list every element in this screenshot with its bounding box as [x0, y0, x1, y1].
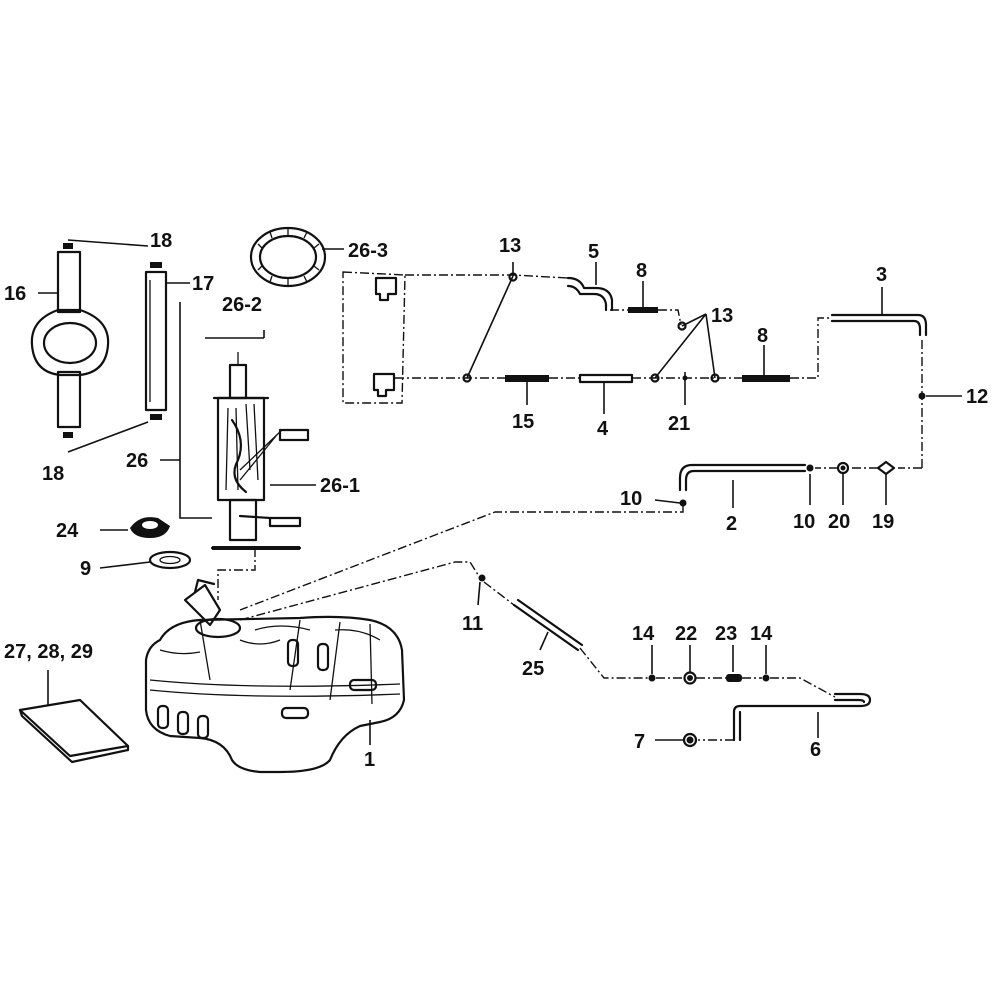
callout-17: 17 [192, 273, 214, 295]
part-16-strap [30, 243, 110, 438]
part-17-strap [144, 262, 168, 420]
part-26-fuel-pump-module [210, 352, 310, 550]
callout-13-right: 13 [711, 305, 733, 327]
callout-19: 19 [872, 511, 894, 533]
part-26-3-seal-ring [249, 226, 327, 288]
callout-26-3: 26-3 [348, 240, 388, 262]
callout-4: 4 [597, 418, 609, 440]
callout-24: 24 [56, 520, 79, 542]
callout-14-right: 14 [750, 623, 773, 645]
part-27-28-29-plate [18, 698, 130, 764]
callout-12: 12 [966, 386, 988, 408]
callout-2: 2 [726, 513, 737, 535]
callout-16: 16 [4, 283, 26, 305]
fuel-line-assembly [217, 271, 928, 748]
callout-6: 6 [810, 739, 821, 761]
callout-26-1: 26-1 [320, 475, 360, 497]
callout-1: 1 [364, 749, 375, 771]
callout-13-left: 13 [499, 235, 521, 257]
callout-18-bottom: 18 [42, 463, 64, 485]
part-9-gasket [148, 550, 192, 570]
callout-7: 7 [634, 731, 645, 753]
callout-22: 22 [675, 623, 697, 645]
callout-27-28-29: 27, 28, 29 [4, 641, 93, 663]
part-24-cap [130, 517, 170, 538]
callout-9: 9 [80, 558, 91, 580]
callout-20: 20 [828, 511, 850, 533]
callout-8-upper: 8 [636, 260, 647, 282]
callout-26-2: 26-2 [222, 294, 262, 316]
callout-8-right: 8 [757, 325, 768, 347]
callout-10-left: 10 [620, 488, 642, 510]
callout-14-left: 14 [632, 623, 655, 645]
callout-3: 3 [876, 264, 887, 286]
leader-lines [38, 239, 962, 745]
callout-5: 5 [588, 241, 599, 263]
callout-11: 11 [462, 613, 483, 635]
callout-18-top: 18 [150, 230, 172, 252]
callout-25: 25 [522, 658, 544, 680]
callout-26: 26 [126, 450, 148, 472]
callout-15: 15 [512, 411, 534, 433]
part-1-fuel-tank [144, 578, 406, 774]
callout-21: 21 [668, 413, 690, 435]
callout-23: 23 [715, 623, 737, 645]
callout-labels: 16 18 18 17 26-3 26-2 26 26-1 24 9 27, 2… [4, 230, 988, 771]
callout-10-right: 10 [793, 511, 815, 533]
